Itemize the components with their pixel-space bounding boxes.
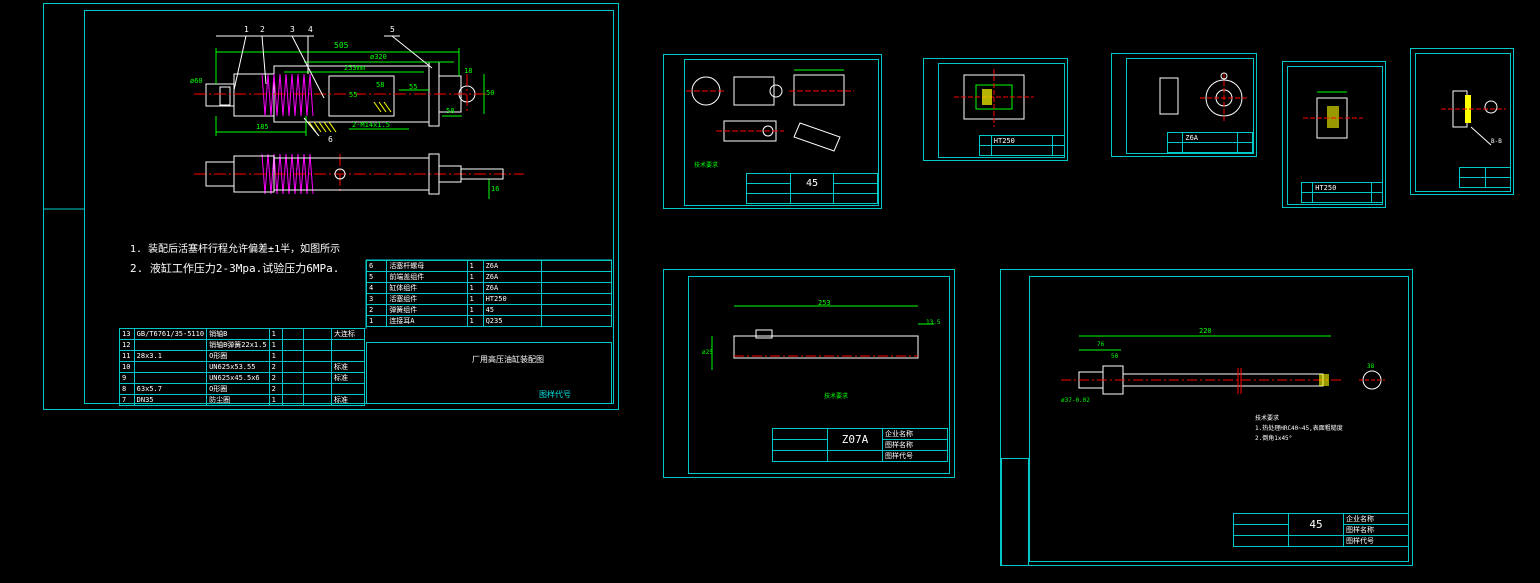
sheet2-title-block: HT250 bbox=[979, 135, 1065, 156]
shaft-company-label: 企业名称 bbox=[1343, 513, 1409, 525]
shaft-inner-frame bbox=[1029, 276, 1409, 562]
shaft-drawing-sheet[interactable]: 220 76 50 38 ø37-0.02 技术要求 1.热处理HRC40~45… bbox=[1000, 269, 1413, 566]
sheet1-note: 技术要求 bbox=[694, 162, 719, 169]
assembly-drawing-graphics bbox=[44, 35, 612, 329]
sheet5-title-block bbox=[1459, 167, 1511, 188]
balloon-2: 2 bbox=[260, 25, 265, 34]
shaft-graphics bbox=[1061, 335, 1385, 395]
part-sheet-3[interactable]: Z6A bbox=[1111, 53, 1257, 157]
shaft-dim-top: 220 bbox=[1199, 327, 1212, 335]
assembly-drawing-no-label: 图样代号 bbox=[539, 390, 571, 399]
part-sheet-2[interactable]: HT250 bbox=[923, 58, 1068, 161]
balloon-3: 3 bbox=[290, 25, 295, 34]
rod-dim-top: 253 bbox=[818, 299, 831, 307]
assembly-drawing-sheet[interactable]: 1 2 3 4 5 6 505 ø320 253mm 55 55 58 185 … bbox=[43, 3, 619, 410]
shaft-dim-76: 76 bbox=[1097, 341, 1105, 348]
sheet5-graphics bbox=[1441, 90, 1506, 146]
part-sheet-5[interactable]: B-B bbox=[1410, 48, 1514, 195]
rod-drawing-no-label: 图样代号 bbox=[882, 450, 948, 462]
shaft-drawing-no-label: 图样代号 bbox=[1343, 535, 1409, 547]
balloon-6: 6 bbox=[328, 135, 333, 144]
dim-55b: 55 bbox=[409, 83, 418, 91]
dim-16: 16 bbox=[491, 185, 500, 193]
dim-60: ø60 bbox=[190, 77, 203, 85]
dim-overall: 505 bbox=[334, 41, 349, 50]
shaft-tech-title: 技术要求 bbox=[1255, 415, 1280, 422]
sheet3-graphics bbox=[1159, 72, 1248, 122]
sheet5-note: B-B bbox=[1491, 138, 1502, 145]
dim-bore: ø320 bbox=[370, 53, 387, 61]
shaft-dim-50: 50 bbox=[1111, 353, 1119, 360]
rod-company-label: 企业名称 bbox=[882, 428, 948, 440]
tech-note-1: 1. 装配后活塞杆行程允许偏差±1半，如图所示 bbox=[130, 244, 341, 255]
sheet4-graphics bbox=[1303, 91, 1363, 139]
dim-58b: 58 bbox=[446, 107, 455, 115]
dim-stroke: 253mm bbox=[344, 64, 366, 72]
shaft-dim-left: ø37-0.02 bbox=[1061, 397, 1090, 404]
sheet1-graphics bbox=[686, 69, 854, 152]
sheet4-inner-frame bbox=[1287, 66, 1383, 205]
dim-58: 58 bbox=[376, 81, 385, 89]
sheet1-material: 45 bbox=[789, 173, 835, 194]
sheet2-material: HT250 bbox=[990, 135, 1054, 146]
part-sheet-4[interactable]: HT250 bbox=[1282, 61, 1386, 208]
dim-thread: 2-M14x1.5 bbox=[352, 121, 390, 129]
part-sheet-1[interactable]: 45 技术要求 bbox=[663, 54, 882, 209]
shaft-dim-38: 38 bbox=[1367, 363, 1375, 370]
sheet4-material: HT250 bbox=[1312, 182, 1372, 193]
sheet3-inner-frame bbox=[1126, 58, 1254, 154]
sheet1-inner-frame bbox=[684, 59, 879, 206]
shaft-tech-2: 2.倒角1x45° bbox=[1255, 435, 1293, 442]
assembly-title: 厂用高压油缸装配图 bbox=[472, 355, 544, 364]
sheet2-inner-frame bbox=[938, 63, 1065, 158]
assembly-title-block bbox=[366, 342, 612, 404]
shaft-left-stamp-block bbox=[1001, 458, 1029, 566]
balloon-1: 1 bbox=[244, 25, 249, 34]
sheet3-title-block: Z6A bbox=[1166, 132, 1254, 153]
sheet5-inner-frame bbox=[1415, 53, 1511, 192]
dim-185: 185 bbox=[256, 123, 269, 131]
dim-55a: 55 bbox=[349, 91, 358, 99]
rod-tech-note: 技术要求 bbox=[824, 393, 849, 400]
dim-18: 18 bbox=[464, 67, 473, 75]
sheet1-title-block: 45 bbox=[746, 173, 878, 204]
sheet3-material: Z6A bbox=[1182, 132, 1238, 143]
shaft-drawing-name-label: 图样名称 bbox=[1343, 524, 1409, 536]
rod-drawing-name-label: 图样名称 bbox=[882, 439, 948, 451]
balloon-5: 5 bbox=[390, 25, 395, 34]
rod-material: Z07A bbox=[827, 428, 883, 451]
dim-50: 50 bbox=[486, 89, 495, 97]
balloon-4: 4 bbox=[308, 25, 313, 34]
rod-inner-frame bbox=[688, 276, 950, 474]
sheet2-graphics bbox=[954, 69, 1034, 127]
shaft-tech-1: 1.热处理HRC40~45,表面粗糙度 bbox=[1255, 425, 1343, 432]
rod-dim-right: 13.5 bbox=[926, 319, 941, 326]
tech-note-2: 2. 液缸工作压力2-3Mpa.试验压力6MPa. bbox=[130, 262, 340, 275]
rod-graphics bbox=[711, 305, 934, 370]
rod-dim-left: ø25 bbox=[702, 349, 713, 356]
sheet4-title-block: HT250 bbox=[1300, 182, 1384, 203]
shaft-material: 45 bbox=[1288, 513, 1344, 536]
